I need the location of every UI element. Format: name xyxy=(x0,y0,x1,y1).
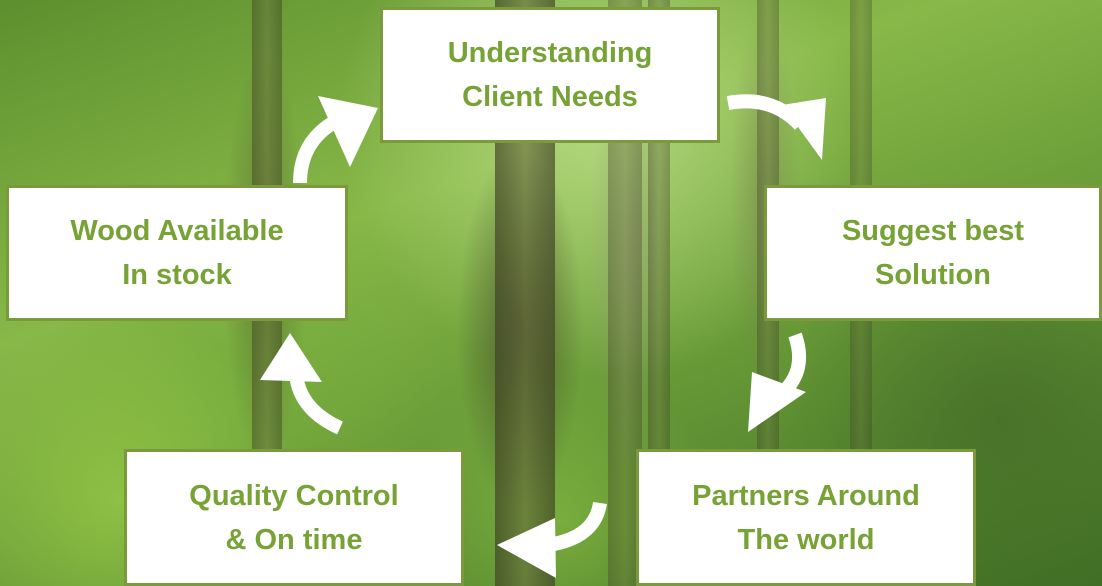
step-understanding-client-needs: Understanding Client Needs xyxy=(380,7,720,143)
step-title-line2: & On time xyxy=(225,523,363,556)
arrow-icon xyxy=(293,96,378,184)
arrow-icon xyxy=(748,332,807,432)
step-title-line2: In stock xyxy=(122,259,232,291)
step-title-line2: Solution xyxy=(875,259,991,291)
arrow-icon xyxy=(497,501,607,578)
step-title-line1: Partners Around xyxy=(692,479,920,512)
step-suggest-best-solution: Suggest best Solution xyxy=(764,185,1102,321)
arrow-icon xyxy=(726,94,826,160)
step-quality-control-on-time: Quality Control & On time xyxy=(124,449,464,586)
step-wood-available-in-stock: Wood Available In stock xyxy=(6,185,348,321)
step-partners-around-the-world: Partners Around The world xyxy=(636,449,976,586)
step-title-line2: The world xyxy=(737,523,875,556)
step-title-line1: Quality Control xyxy=(189,479,399,512)
step-title-line1: Wood Available xyxy=(70,215,284,247)
tree-trunk xyxy=(648,0,670,586)
arrow-icon xyxy=(260,333,344,435)
step-title-line1: Understanding xyxy=(447,37,653,69)
step-title-line2: Client Needs xyxy=(462,81,638,113)
step-title-line1: Suggest best xyxy=(841,215,1025,247)
